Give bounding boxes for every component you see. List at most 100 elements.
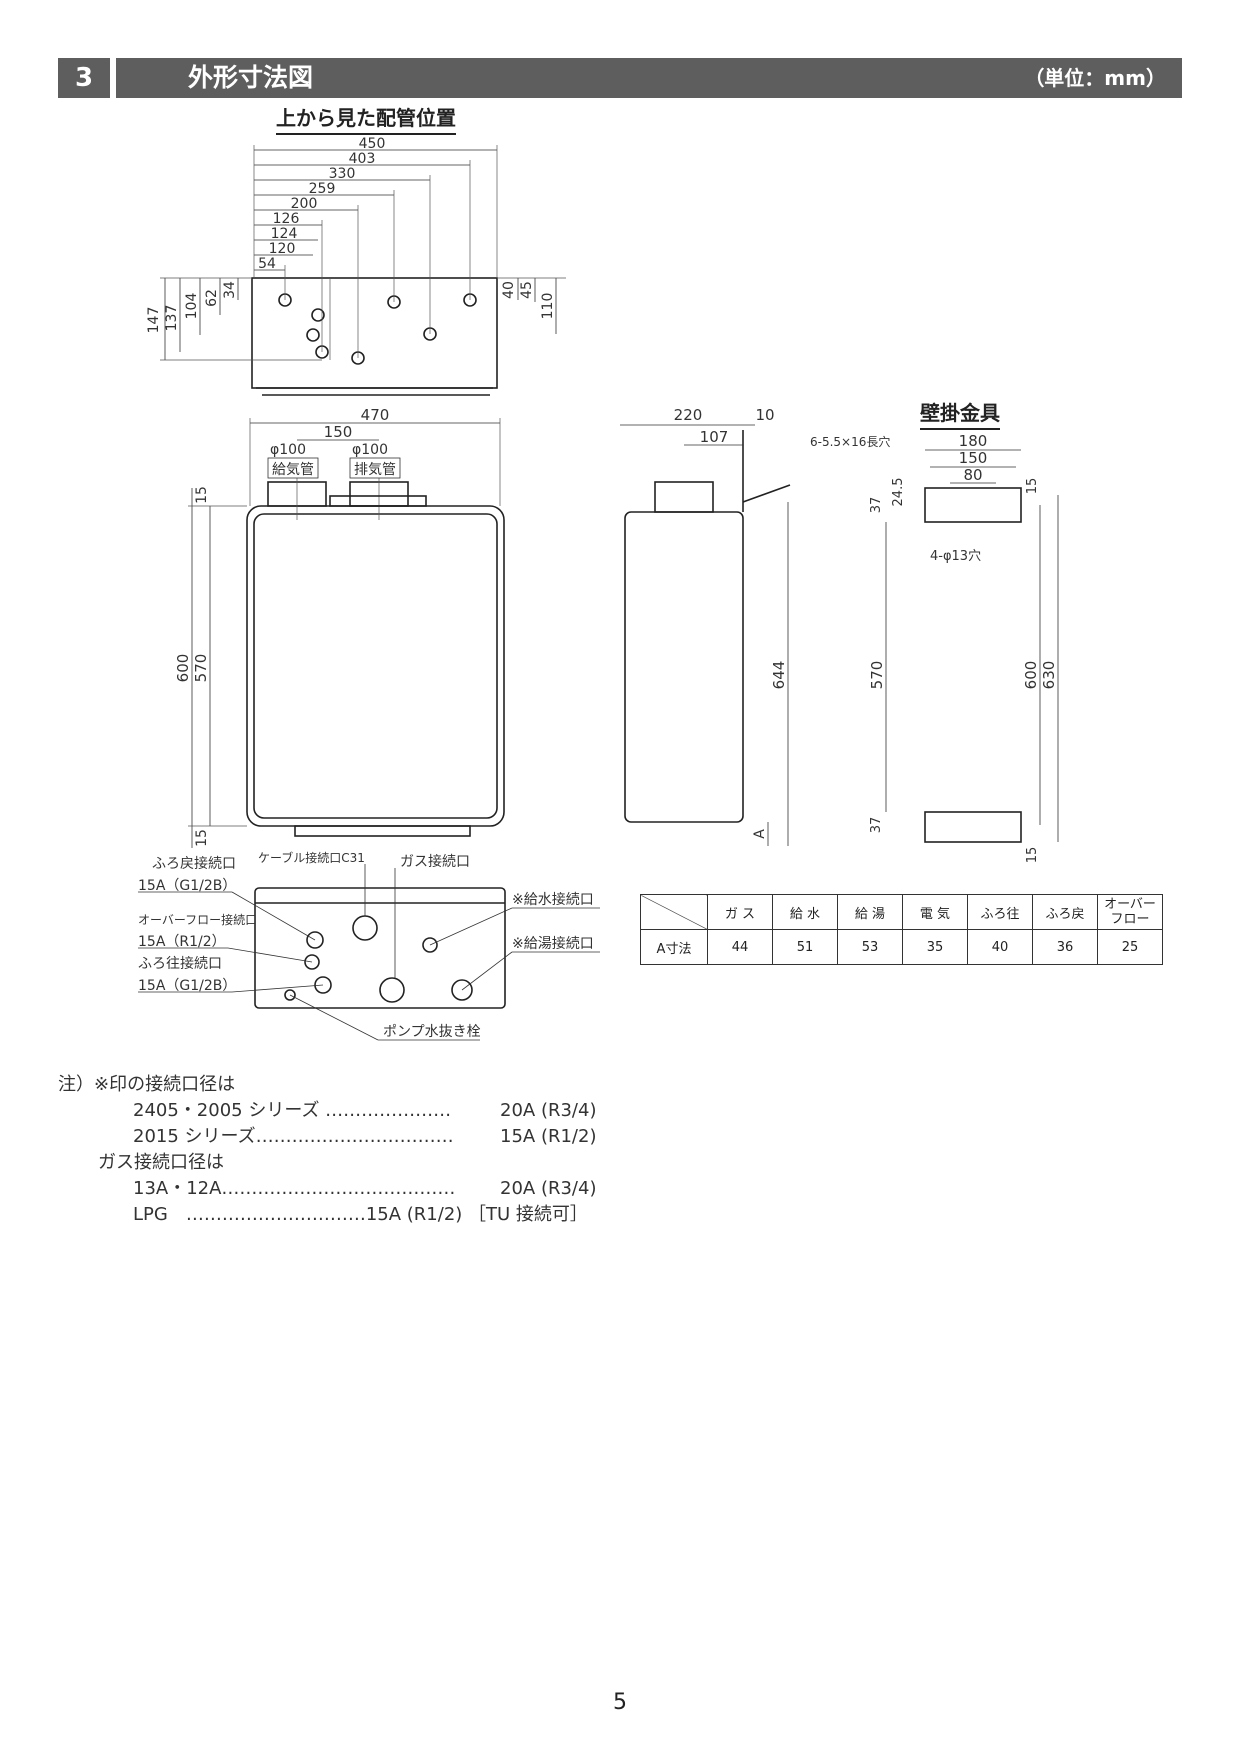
bracket-bottom — [924, 811, 1022, 843]
leader-line — [231, 891, 316, 941]
unit-label: （単位：mm） — [1024, 66, 1166, 90]
front-body-inner — [253, 513, 498, 819]
table-header-row: ガ ス 給 水 給 湯 電 気 ふろ往 ふろ戻 オーバー フロー — [640, 894, 1163, 930]
dim-text: 120 — [269, 241, 296, 257]
dim-text: 600 — [1022, 661, 1040, 690]
cable-label: ケーブル接続口C31 — [258, 850, 365, 865]
table-cell: 25 — [1097, 929, 1163, 965]
bracket-drawing: 180 150 80 6-5.5×16長穴 24.5 15 37 4-φ13穴 … — [810, 432, 1059, 864]
side-hook — [742, 484, 791, 503]
table-header-cell: 電 気 — [902, 894, 968, 930]
note-line: 20A (R3/4) — [500, 1100, 597, 1121]
dim-text: 220 — [674, 406, 703, 424]
note-line: 2405・2005 シリーズ ………………… — [133, 1100, 452, 1121]
dim-text: 37 — [869, 497, 884, 514]
section-title: 外形寸法図 — [188, 63, 314, 92]
leader-line — [429, 907, 513, 946]
bath-return-label: ふろ戻接続口 — [152, 855, 236, 872]
note-line: 20A (R3/4) — [500, 1178, 597, 1199]
bath-go-size: 15A（G1/2B） — [138, 978, 236, 994]
top-bracket — [329, 495, 427, 507]
dim-text: 110 — [540, 293, 556, 320]
table-header-cell: ふろ往 — [967, 894, 1033, 930]
gas-port — [379, 977, 405, 1003]
dim-text: 259 — [309, 181, 336, 197]
dim-text: 80 — [963, 466, 982, 484]
table-corner-cell — [640, 894, 708, 930]
leader-line — [289, 994, 379, 1041]
bracket-top — [924, 487, 1022, 523]
leader-line — [231, 984, 324, 993]
note-line: ガス接続口径は — [98, 1152, 224, 1173]
dim-text: 147 — [146, 307, 162, 334]
bottom-body — [254, 887, 506, 1009]
pipe-hole-markers — [278, 293, 477, 365]
overflow-port — [304, 954, 320, 970]
bath-go-label: ふろ往接続口 — [138, 955, 222, 972]
table-header-cell: 給 水 — [772, 894, 838, 930]
note-line: 13A・12A………………………………… — [133, 1178, 456, 1199]
exhaust-label-box — [349, 457, 401, 479]
bracket-title: 壁掛金具 — [920, 397, 1000, 430]
dim-text: 15 — [1025, 847, 1040, 864]
dim-text: 180 — [959, 432, 988, 450]
table-cell: 40 — [967, 929, 1033, 965]
dim-text: 15 — [1025, 478, 1040, 495]
dim-text: 34 — [222, 281, 238, 299]
dim-text: 62 — [204, 289, 220, 307]
dim-text: 470 — [361, 406, 390, 424]
note-line: 2015 シリーズ…………………………… — [133, 1126, 454, 1147]
table-header-cell: ふろ戻 — [1032, 894, 1098, 930]
dim-text: 570 — [868, 661, 886, 690]
hole-label: 4-φ13穴 — [930, 549, 981, 564]
table-cell: 35 — [902, 929, 968, 965]
side-pipe — [654, 481, 714, 513]
hot-water-port — [451, 979, 473, 1001]
side-view-drawing: 220 10 107 644 A — [620, 406, 791, 846]
section-title-bar: 外形寸法図 （単位：mm） — [116, 58, 1182, 98]
dim-text: 10 — [755, 406, 774, 424]
dim-text: 126 — [273, 211, 300, 227]
dim-text: 570 — [192, 654, 210, 683]
side-body — [624, 511, 744, 823]
pipe-hole — [311, 308, 325, 322]
overflow-label: オーバーフロー接続口 — [138, 912, 257, 927]
pipe-hole — [306, 328, 320, 342]
intake-label: 給気管 — [272, 462, 314, 478]
dim-text: 150 — [324, 423, 353, 441]
table-cell: 36 — [1032, 929, 1098, 965]
dim-text: φ100 — [270, 442, 306, 458]
a-dimension-table: ガ ス 給 水 給 湯 電 気 ふろ往 ふろ戻 オーバー フロー A寸法 44 … — [640, 894, 1163, 965]
dim-text: 150 — [959, 449, 988, 467]
leader-line — [461, 951, 513, 991]
note-line: 注）※印の接続口径は — [58, 1074, 236, 1095]
dim-text: 200 — [291, 196, 318, 212]
table-row: A寸法 44 51 53 35 40 36 25 — [640, 929, 1163, 965]
top-view-title: 上から見た配管位置 — [276, 102, 456, 135]
bottom-fittings — [294, 825, 471, 837]
dim-text: 330 — [329, 166, 356, 182]
top-view-drawing: 450 403 330 259 200 126 124 120 54 147 1… — [146, 136, 566, 396]
exhaust-label: 排気管 — [354, 462, 396, 478]
leader-line — [227, 947, 313, 963]
section-number: 3 — [58, 58, 110, 98]
bath-return-size: 15A（G1/2B） — [138, 878, 236, 894]
gas-label: ガス接続口 — [400, 853, 470, 870]
bottom-view-drawing — [254, 887, 506, 1009]
dim-text: 45 — [519, 281, 535, 299]
page-number: 5 — [613, 1690, 627, 1715]
dim-text: 137 — [164, 305, 180, 332]
hot-water-label: ※給湯接続口 — [512, 935, 594, 952]
table-header-cell: ガ ス — [707, 894, 773, 930]
dim-text: 104 — [184, 293, 200, 320]
table-header-cell: 給 湯 — [837, 894, 903, 930]
section-header: 3 外形寸法図 （単位：mm） — [58, 58, 1182, 98]
note-line: 15A (R1/2) — [500, 1126, 597, 1147]
table-cell: 51 — [772, 929, 838, 965]
front-body-outer — [246, 505, 505, 827]
dim-text: 54 — [258, 256, 276, 272]
pump-drain-label: ポンプ水抜き栓 — [383, 1024, 481, 1040]
water-supply-label: ※給水接続口 — [512, 891, 594, 908]
dim-text: 37 — [869, 817, 884, 834]
